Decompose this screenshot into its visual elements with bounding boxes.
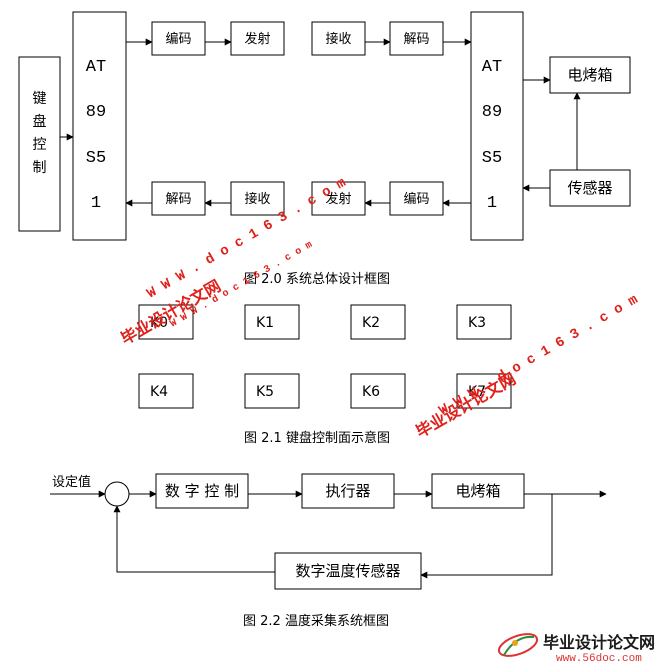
oven-label: 电烤箱 — [567, 66, 612, 84]
figure-temperature-loop — [50, 473, 607, 590]
key-label-k3: K3 — [468, 315, 486, 331]
key-label-k1: K1 — [256, 315, 274, 331]
watermark-right-url: W W W . d o c 1 6 3 . c o m — [437, 292, 641, 419]
mcu-right-box — [470, 11, 524, 241]
temp-sensor-box — [274, 552, 422, 590]
key-box-k6 — [350, 373, 406, 409]
top-receive-label: 接收 — [325, 31, 351, 47]
figure-system-overview-labels: 键 盘 控 制 AT 89 S5 1 AT 89 S5 1 编码 发射 接收 解… — [33, 31, 613, 287]
feedback-line-to-summer — [113, 505, 275, 573]
key-label-k5: K5 — [256, 384, 274, 400]
key-box-k7 — [456, 373, 512, 409]
key-box-k0 — [138, 304, 194, 340]
corner-logo-name: 毕业设计论文网 — [543, 633, 655, 652]
bottom-receive-box — [230, 181, 285, 216]
actuator-label: 执行器 — [325, 482, 370, 500]
key-box-k5 — [244, 373, 300, 409]
mcu-left-label-line: AT — [86, 58, 106, 77]
key-label-k4: K4 — [150, 384, 168, 400]
keyboard-control-box — [18, 56, 61, 232]
bottom-decode-box — [151, 181, 206, 216]
key-box-k1 — [244, 304, 300, 340]
mcu-left-label-line: 1 — [91, 194, 101, 213]
keyboard-label-char: 控 — [33, 137, 47, 153]
key-box-k3 — [456, 304, 512, 340]
bottom-receive-label: 接收 — [244, 191, 270, 207]
corner-logo-url: www.56doc.com — [556, 653, 642, 665]
mcu-right-label-line: 1 — [487, 194, 497, 213]
key-box-k4 — [138, 373, 194, 409]
summing-junction — [104, 481, 130, 507]
keyboard-label-char: 键 — [33, 91, 47, 107]
figure-system-overview — [18, 11, 631, 241]
feedback-line-to-sensor — [420, 494, 553, 579]
corner-logo: 毕业设计论文网 www.56doc.com — [497, 633, 655, 665]
figure-keyboard-panel — [138, 304, 512, 409]
loop-oven-box — [431, 473, 525, 509]
digital-control-box — [155, 473, 249, 509]
actuator-box — [301, 473, 395, 509]
temp-sensor-label: 数字温度传感器 — [295, 562, 400, 580]
key-label-k2: K2 — [362, 315, 380, 331]
mcu-left-label-line: 89 — [86, 103, 106, 122]
keyboard-label-char: 盘 — [33, 113, 47, 130]
watermark-site-url: W W W . d o c 1 6 3 . c o m — [437, 292, 641, 419]
key-label-k0: K0 — [150, 315, 168, 331]
mcu-left-label-line: S5 — [86, 149, 106, 168]
figure2-caption: 图 2.1 键盘控制面示意图 — [244, 430, 390, 446]
digital-control-label: 数 字 控 制 — [165, 482, 239, 500]
setpoint-label: 设定值 — [52, 474, 91, 490]
mcu-right-label-line: AT — [482, 58, 502, 77]
bottom-transmit-label: 发射 — [325, 191, 351, 207]
top-receive-box — [311, 21, 366, 56]
loop-oven-label: 电烤箱 — [455, 482, 500, 500]
sensor-label: 传感器 — [567, 179, 612, 197]
mcu-right-label-line: 89 — [482, 103, 502, 122]
figure3-caption: 图 2.2 温度采集系统框图 — [243, 613, 389, 629]
top-encode-label: 编码 — [165, 32, 191, 47]
mcu-right-label-line: S5 — [482, 149, 502, 168]
key-box-k2 — [350, 304, 406, 340]
mcu-left-box — [72, 11, 127, 241]
key-label-k7: K7 — [468, 384, 486, 400]
bottom-transmit-box — [311, 181, 366, 216]
oven-box — [549, 56, 631, 94]
figure1-caption: 图 2.0 系统总体设计框图 — [244, 272, 390, 287]
keyboard-label-char: 制 — [33, 160, 47, 176]
top-transmit-label: 发射 — [244, 31, 270, 47]
key-label-k6: K6 — [362, 384, 380, 400]
corner-logo-swoosh-icon — [497, 633, 539, 657]
figure-keyboard-panel-labels: K0 K1 K2 K3 K4 K5 K6 K7 图 2.1 键盘控制面示意图 — [150, 315, 486, 446]
bottom-encode-box — [389, 181, 444, 216]
top-decode-label: 解码 — [403, 32, 429, 47]
bottom-encode-label: 编码 — [403, 192, 429, 207]
bottom-decode-label: 解码 — [165, 192, 191, 207]
figure-temperature-loop-labels: 设定值 数 字 控 制 执行器 电烤箱 数字温度传感器 图 2.2 温度采集系统… — [52, 474, 501, 629]
